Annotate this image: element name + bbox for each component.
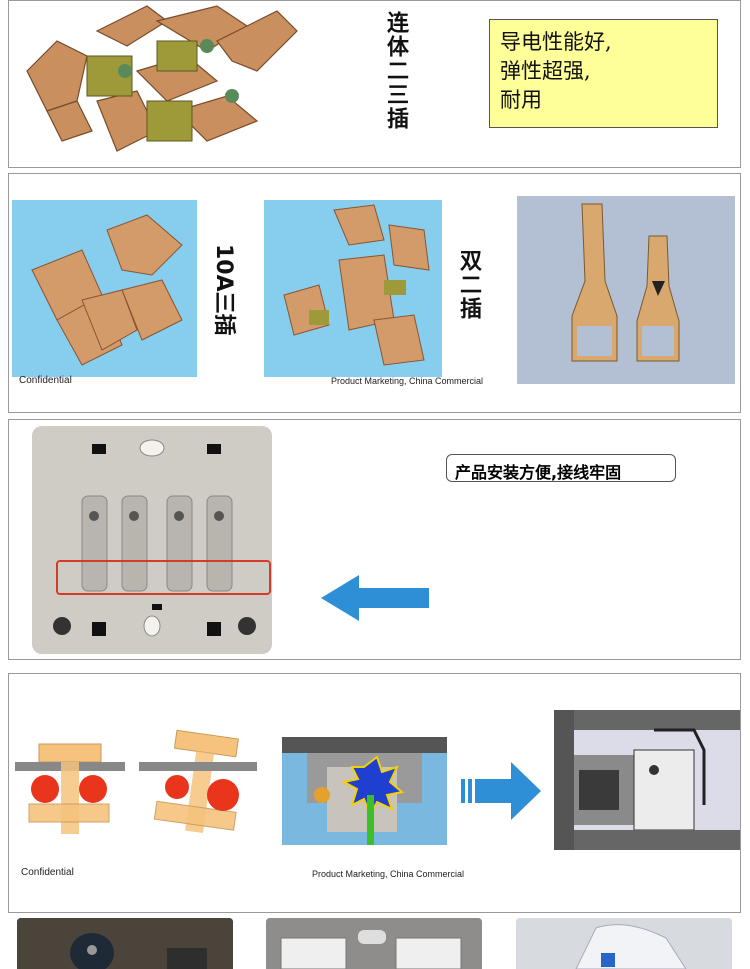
feature-note: 导电性能好, 弹性超强, 耐用	[489, 19, 718, 128]
wire-clamp-diagram-1	[15, 743, 125, 834]
copper-contact-image-1	[26, 5, 298, 152]
confidential-label: Confidential	[19, 375, 72, 386]
connected-socket-label: 连体二三插	[383, 11, 408, 131]
image-double-two-pin-contact	[264, 200, 442, 377]
screw-terminal-render	[282, 737, 447, 845]
arrow-left-icon	[321, 575, 429, 621]
wire-clamp-diagram-2	[139, 729, 257, 833]
label-double-two-pin: 双二插	[456, 249, 481, 321]
feature-note-line: 导电性能好,	[500, 30, 612, 54]
socket-back-plate-image	[32, 426, 272, 654]
panel-connected-socket: 连体二三插 导电性能好, 弹性超强, 耐用	[8, 0, 741, 168]
panel-contact-types: Confidential 10A三插 Product Marketing, Ch…	[8, 173, 741, 413]
bottom-photo-3	[516, 918, 732, 969]
socket-cross-section-render	[554, 710, 740, 850]
product-marketing-label: Product Marketing, China Commercial	[331, 376, 484, 386]
bottom-photo-2	[266, 918, 482, 969]
arrow-right-icon	[461, 762, 541, 820]
installation-callout: 产品安装方便,接线牢固	[446, 454, 676, 482]
product-marketing-label: Product Marketing, China Commercial	[312, 869, 465, 879]
feature-note-line: 弹性超强,	[500, 59, 591, 83]
panel-installation: 产品安装方便,接线牢固	[8, 419, 741, 660]
label-10a-three-pin: 10A三插	[211, 244, 236, 336]
bottom-photo-1	[17, 918, 233, 969]
bottom-photo-strip	[0, 918, 750, 969]
panel-terminal-mechanism: Confidential Product Marketing, China Co…	[8, 673, 741, 913]
confidential-label: Confidential	[21, 867, 74, 878]
image-contact-cross-section	[517, 196, 735, 384]
image-10a-three-pin-contact	[12, 200, 197, 377]
feature-note-line: 耐用	[500, 88, 542, 112]
